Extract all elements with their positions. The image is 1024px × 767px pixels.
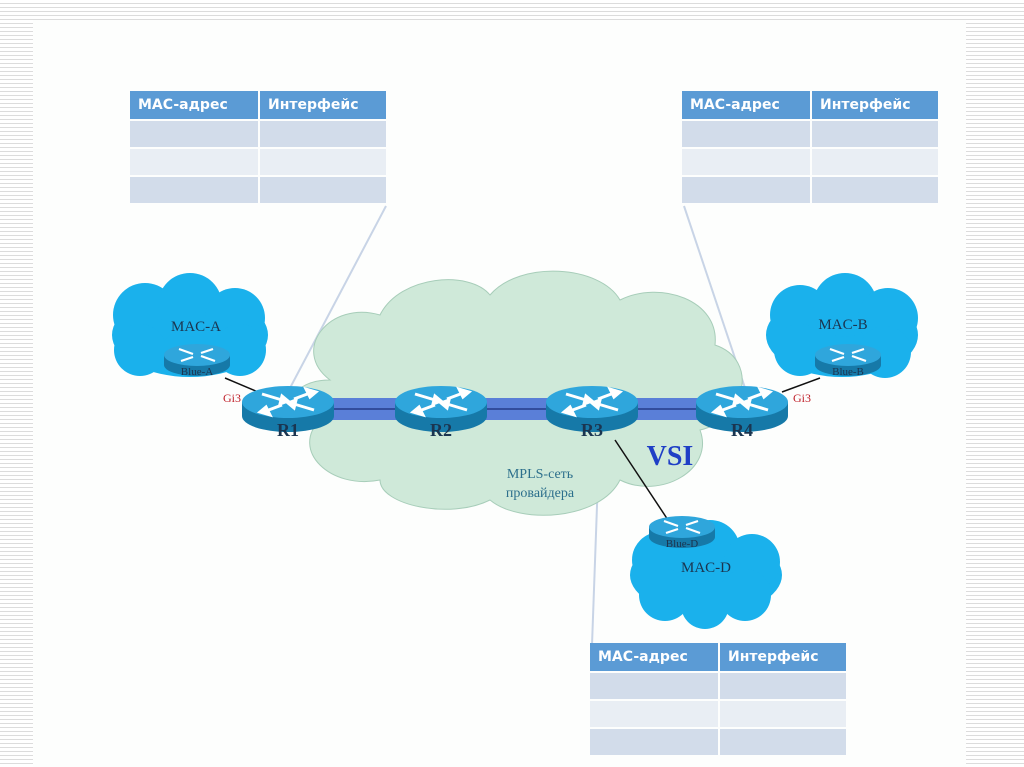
cell-interface (812, 121, 938, 147)
cell-mac (590, 701, 718, 727)
callout-line-r3 (591, 477, 599, 646)
router-r1-label: R1 (277, 420, 299, 440)
interface-r1-gi3: Gi3 (223, 391, 241, 405)
cell-interface (260, 149, 386, 175)
table-row (130, 149, 386, 175)
cell-mac (590, 729, 718, 755)
cell-mac (130, 177, 258, 203)
vsi-label: VSI (647, 441, 694, 472)
provider-cloud (294, 270, 743, 516)
cell-interface (720, 701, 846, 727)
table-row (130, 121, 386, 147)
link-r3-blue-d (614, 439, 669, 521)
router-blue-b-label: Blue-B (832, 366, 864, 378)
interface-r4-gi3: Gi3 (793, 391, 811, 405)
cell-interface (260, 121, 386, 147)
customer-cloud-b (766, 273, 918, 378)
provider-label-line1: MPLS-сеть (507, 467, 573, 482)
site-mac-d-label: MAC-D (681, 560, 731, 576)
header-mac: MAC-адрес (590, 643, 718, 671)
cell-mac (682, 177, 810, 203)
table-row (130, 177, 386, 203)
cell-mac (682, 149, 810, 175)
cell-interface (720, 729, 846, 755)
site-mac-b-label: MAC-B (818, 317, 867, 333)
router-blue-d-label: Blue-D (666, 538, 698, 550)
link-blue-b-r4 (781, 377, 821, 393)
link-blue-a-r1 (224, 377, 259, 393)
header-interface: Интерфейс (720, 643, 846, 671)
table-row (682, 177, 938, 203)
cell-mac (130, 121, 258, 147)
top-border-stripes (0, 0, 1024, 20)
callout-line-r1 (289, 205, 387, 389)
table-row (682, 149, 938, 175)
header-mac: MAC-адрес (130, 91, 258, 119)
cell-interface (260, 177, 386, 203)
cell-interface (812, 177, 938, 203)
left-border-stripes (0, 20, 33, 767)
right-border-stripes (966, 20, 1024, 767)
cell-mac (682, 121, 810, 147)
cell-interface (720, 673, 846, 699)
table-row (590, 701, 846, 727)
router-r2-label: R2 (430, 420, 452, 440)
cell-mac (130, 149, 258, 175)
table-row (590, 729, 846, 755)
header-interface: Интерфейс (812, 91, 938, 119)
router-blue-a-label: Blue-A (181, 366, 213, 378)
table-row (590, 673, 846, 699)
provider-label-line2: провайдера (506, 486, 575, 501)
customer-cloud-a (112, 273, 268, 377)
header-mac: MAC-адрес (682, 91, 810, 119)
cell-mac (590, 673, 718, 699)
router-r4-label: R4 (731, 420, 753, 440)
site-mac-a-label: MAC-A (171, 319, 221, 335)
router-r3-label: R3 (581, 420, 603, 440)
cell-interface (812, 149, 938, 175)
header-interface: Интерфейс (260, 91, 386, 119)
table-row (682, 121, 938, 147)
